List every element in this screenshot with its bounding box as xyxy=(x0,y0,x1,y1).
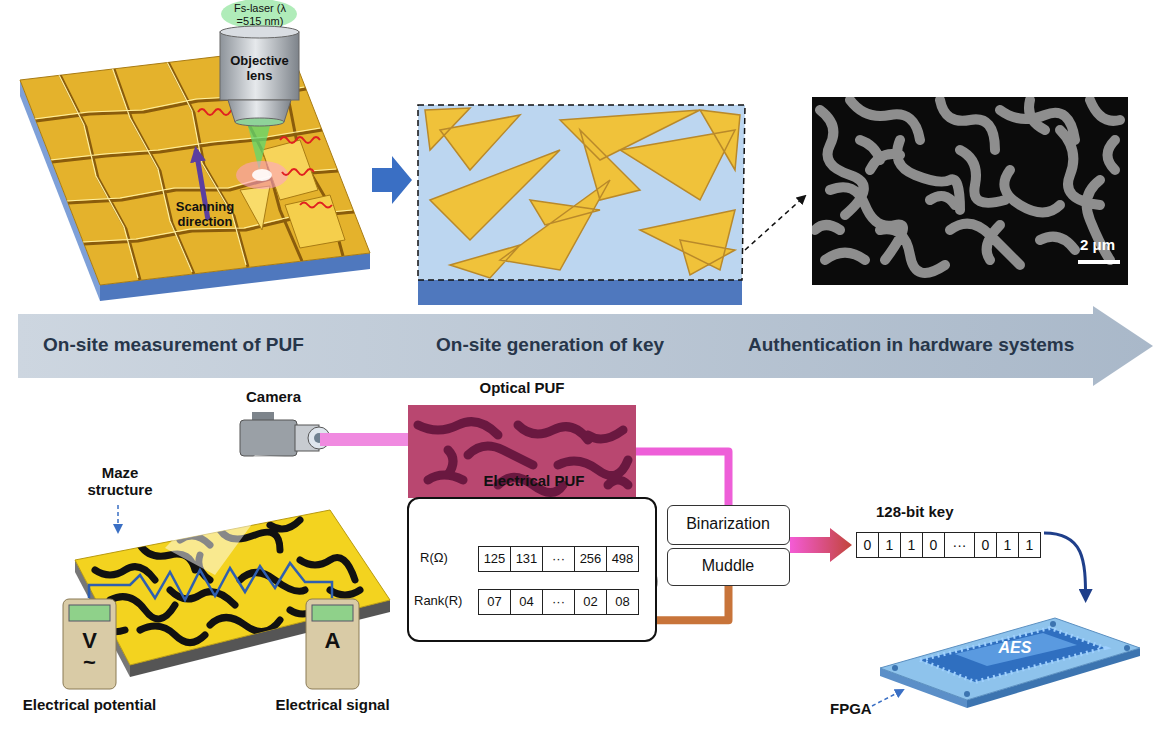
patterned-film xyxy=(418,105,745,280)
camera-view-cone xyxy=(165,455,300,575)
meter-screen xyxy=(312,605,353,621)
chip-package xyxy=(920,628,1105,682)
board-hole xyxy=(1050,621,1056,627)
table-cell: ··· xyxy=(542,589,575,615)
fpga-chip: AES xyxy=(875,600,1145,715)
table-cell: 125 xyxy=(478,546,511,572)
board-hole xyxy=(892,665,898,671)
annotation: Scanning direction xyxy=(150,200,260,230)
board-hole xyxy=(964,691,970,697)
objective-lens: Fs-laser (λ =515 nm) Objective lens xyxy=(212,0,307,135)
stage-label: On-site measurement of PUF xyxy=(43,334,304,356)
scale-bar xyxy=(1078,260,1120,264)
key-bit: 0 xyxy=(974,532,997,558)
chip-die xyxy=(955,633,1077,666)
key-bit: 1 xyxy=(1018,532,1041,558)
key-bit: 1 xyxy=(900,532,923,558)
laser-glow xyxy=(221,0,297,29)
table-cell: 498 xyxy=(606,546,639,572)
measurement-wire xyxy=(89,563,332,600)
chip-label: AES xyxy=(975,639,1055,657)
laser-spot xyxy=(236,161,288,189)
node-shape xyxy=(875,600,1145,715)
meter-symbol: ~ xyxy=(62,650,117,675)
deploy-arrow xyxy=(1044,533,1086,600)
camera-beam xyxy=(320,433,408,446)
table-cell: 02 xyxy=(574,589,607,615)
crack-highlights xyxy=(34,60,352,278)
lens-exit xyxy=(235,118,284,126)
sem-image xyxy=(812,97,1128,285)
leader-line xyxy=(872,690,903,706)
stage-label: On-site generation of key xyxy=(436,334,664,356)
emission-waves xyxy=(198,109,332,208)
stage-label: Authentication in hardware systems xyxy=(748,334,1074,356)
laser-label: Fs-laser (λ =515 nm) xyxy=(224,2,296,27)
part-label: Camera xyxy=(246,388,301,405)
laser-spot xyxy=(252,169,272,181)
gold-film xyxy=(20,48,370,285)
band-arrow xyxy=(18,306,1153,386)
sem-texture xyxy=(815,100,1120,273)
key-bit: 1 xyxy=(996,532,1019,558)
lens-top xyxy=(220,26,299,38)
shard-shapes xyxy=(425,108,740,278)
meter-symbol: A xyxy=(305,628,360,653)
board xyxy=(880,618,1140,700)
key-arrow xyxy=(790,528,852,562)
table-cell: ··· xyxy=(542,546,575,572)
lens-label: Objective lens xyxy=(220,54,299,84)
process-arrow-band: On-site measurement of PUF On-site genera… xyxy=(18,306,1153,386)
voltmeter: V~Electrical potential xyxy=(62,598,117,690)
table-cell: 07 xyxy=(478,589,511,615)
key-title: 128-bit key xyxy=(876,503,954,520)
process-label: Muddle xyxy=(668,557,788,575)
lifted-flake xyxy=(285,195,345,248)
image-title: Optical PUF xyxy=(408,379,636,396)
camera-body xyxy=(240,420,297,456)
process-box: Binarization xyxy=(667,505,790,545)
board-hole xyxy=(1124,645,1130,651)
lifted-flake xyxy=(240,186,270,230)
meter-body xyxy=(63,599,116,689)
key-bit: 0 xyxy=(922,532,945,558)
crack-network xyxy=(34,51,354,280)
box-title: Electrical PUF xyxy=(409,472,659,489)
zoom-leader xyxy=(745,196,805,250)
key-bit: 0 xyxy=(856,532,879,558)
meter-body xyxy=(306,599,359,689)
leader-line xyxy=(117,505,119,532)
row-header: R(Ω) xyxy=(420,551,448,566)
signal-line xyxy=(636,452,729,506)
table-cell: 04 xyxy=(510,589,543,615)
part-label: FPGA xyxy=(830,700,872,717)
meter-caption: Electrical signal xyxy=(245,696,420,713)
process-box: Muddle xyxy=(667,548,790,586)
meter-symbol: V xyxy=(62,628,117,653)
ammeter: AElectrical signal xyxy=(305,598,360,690)
meter-screen xyxy=(69,605,110,621)
process-label: Binarization xyxy=(668,515,788,533)
table-cell: 256 xyxy=(574,546,607,572)
row-header: Rank(R) xyxy=(414,594,462,609)
sem-grains xyxy=(815,100,1120,273)
part-label: Maze structure xyxy=(70,464,170,499)
substrate-side xyxy=(418,280,742,305)
table-cell: 08 xyxy=(606,589,639,615)
meter-caption: Electrical potential xyxy=(2,696,177,713)
gold-shards xyxy=(425,108,740,278)
lens-body xyxy=(220,32,299,100)
key-bit: ··· xyxy=(944,532,975,558)
table-cell: 131 xyxy=(510,546,543,572)
scale-label: 2 μm xyxy=(1080,236,1115,253)
process-arrow xyxy=(372,156,412,204)
signal-line xyxy=(657,586,729,620)
key-bit: 1 xyxy=(878,532,901,558)
crack-lines xyxy=(36,51,354,280)
